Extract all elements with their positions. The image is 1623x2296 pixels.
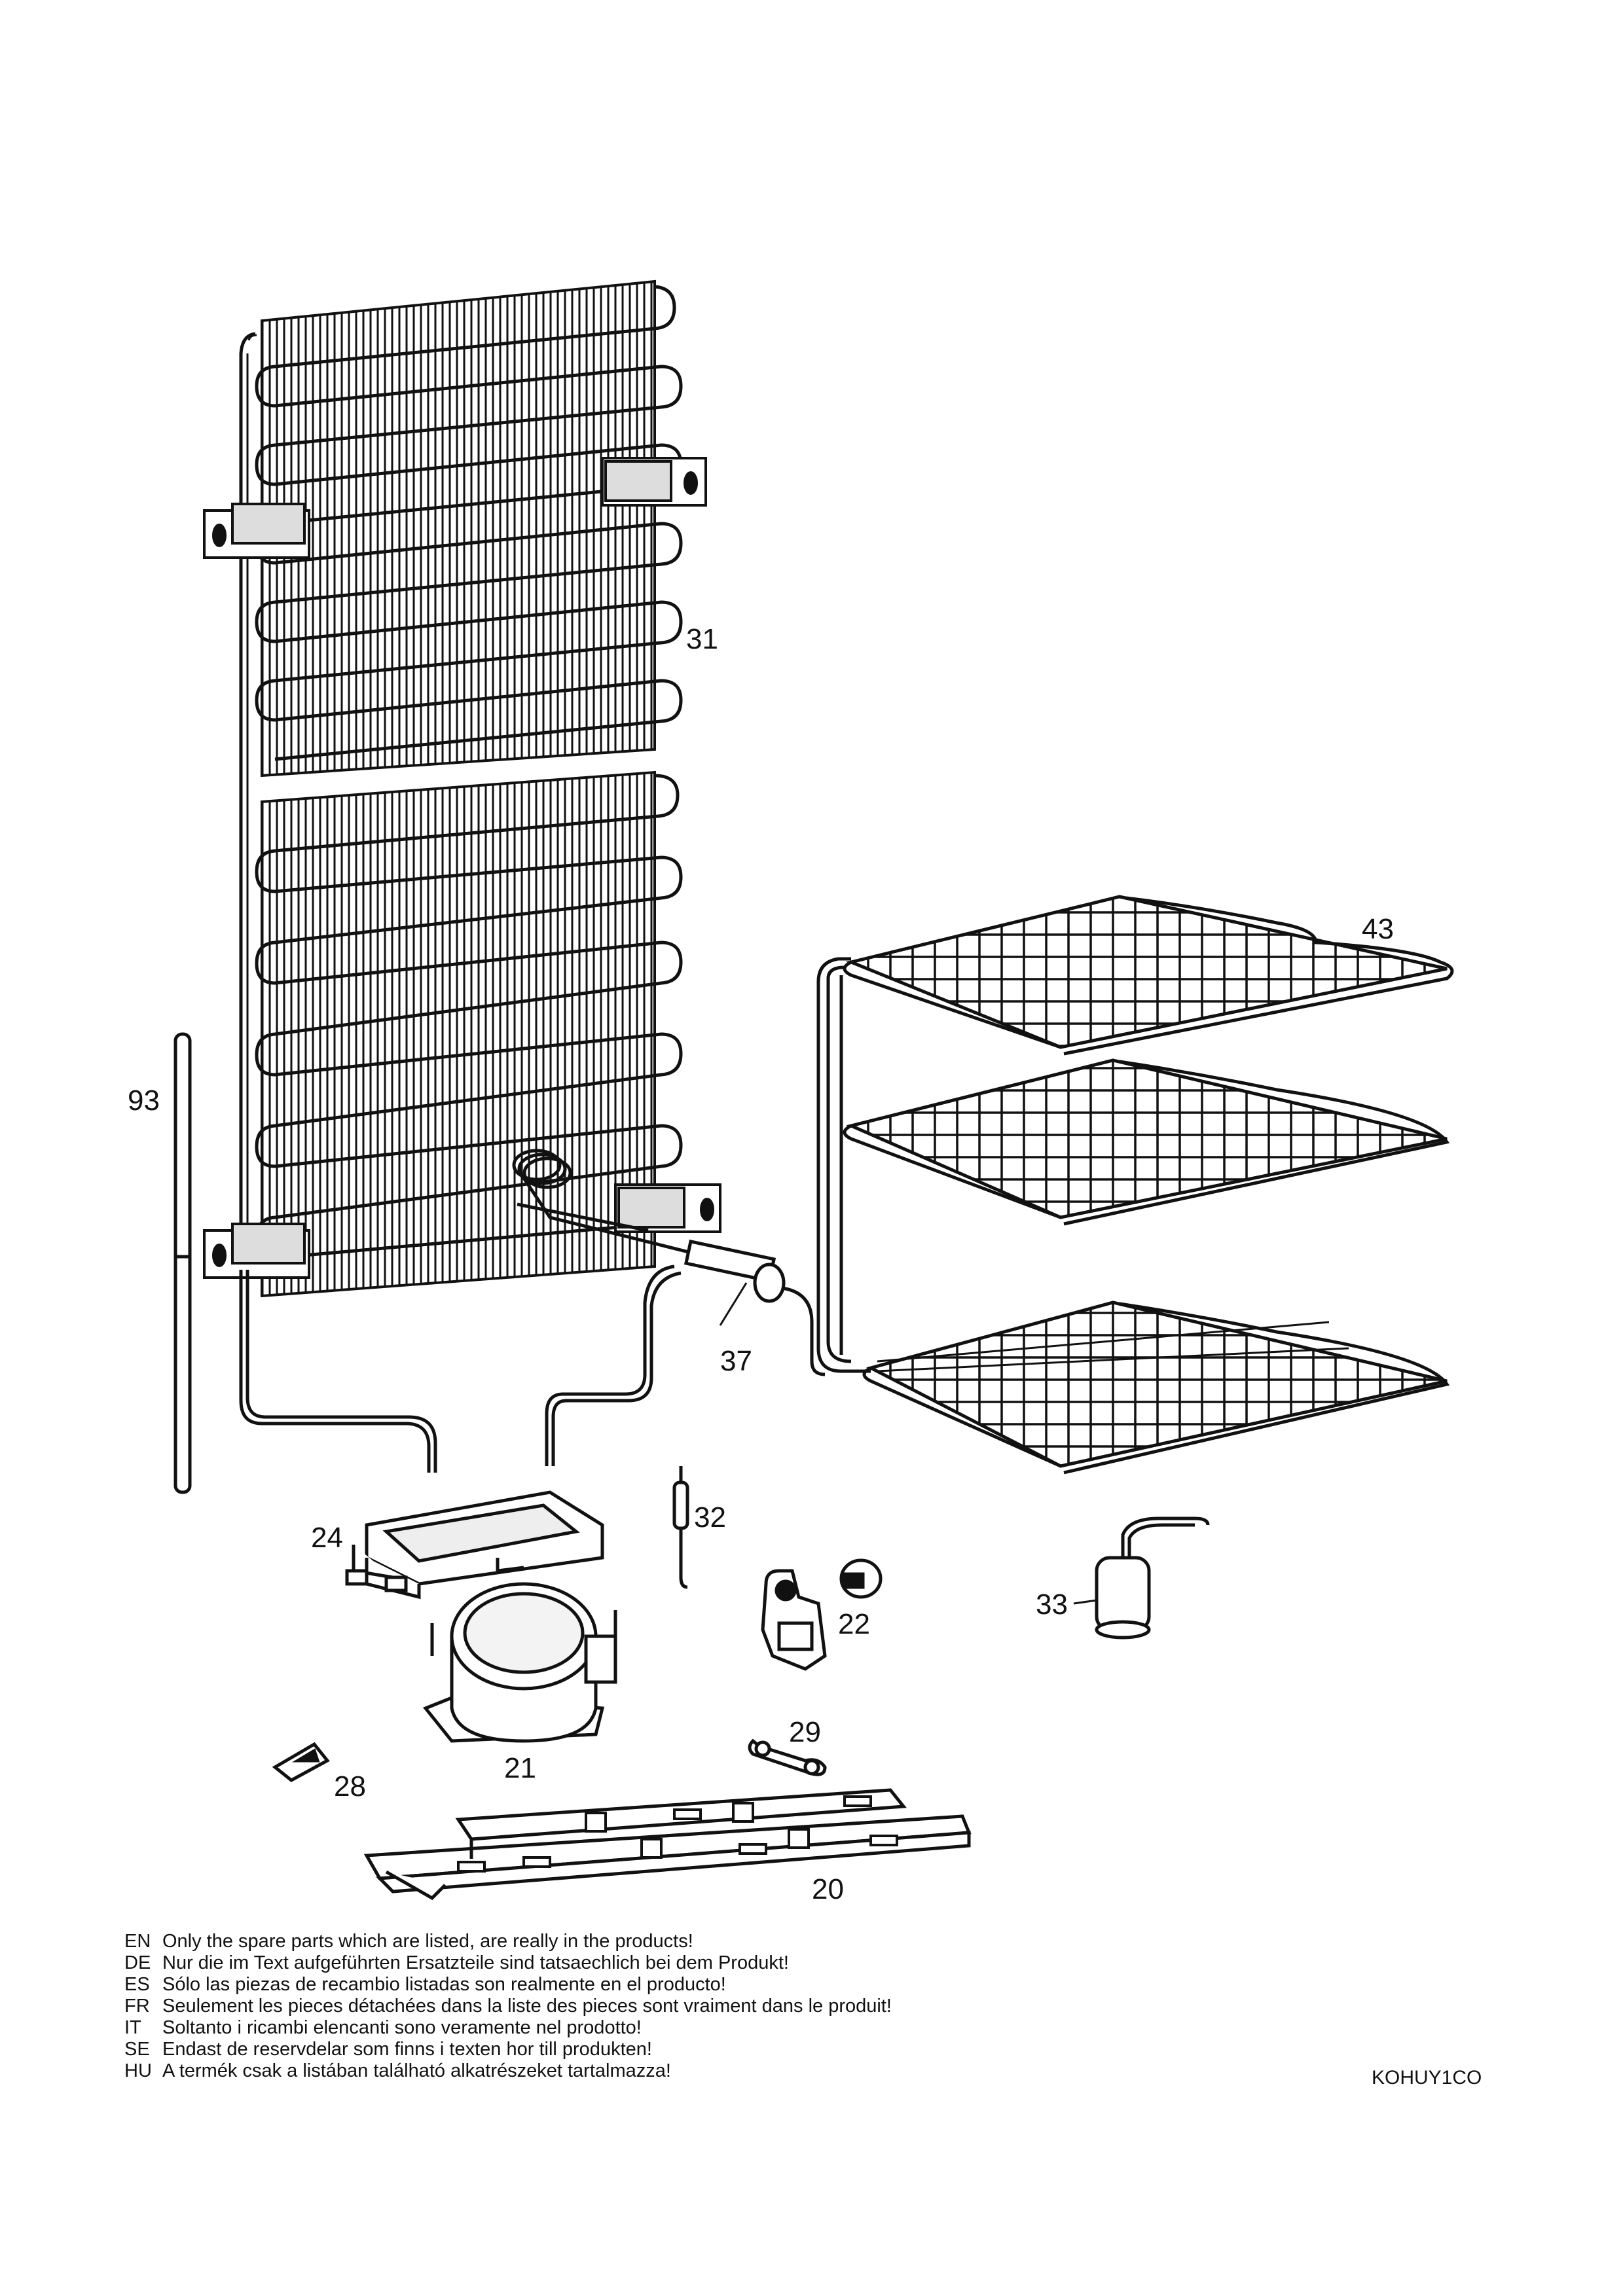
callout-37: 37 — [720, 1345, 752, 1377]
filter-drier-part-37 — [517, 1202, 826, 1376]
diagram-code: KOHUY1CO — [1372, 2067, 1482, 2089]
callout-32: 32 — [694, 1501, 726, 1534]
base-rail-part-20 — [363, 1788, 972, 1901]
sensor-part-32 — [672, 1466, 689, 1589]
callout-29: 29 — [789, 1716, 821, 1748]
grommet-part-28 — [272, 1742, 330, 1782]
relay-part-22 — [761, 1558, 883, 1671]
callout-24: 24 — [311, 1522, 343, 1554]
callout-93: 93 — [128, 1085, 160, 1117]
callout-33: 33 — [1036, 1588, 1068, 1621]
compressor-part-21 — [422, 1582, 617, 1743]
evaporator-part-43 — [816, 895, 1454, 1475]
callout-22: 22 — [838, 1608, 870, 1640]
condenser-part-31 — [203, 279, 721, 1473]
capacitor-part-33 — [1073, 1516, 1210, 1640]
callout-28: 28 — [334, 1770, 366, 1803]
callout-43: 43 — [1362, 913, 1394, 945]
callout-21: 21 — [504, 1752, 536, 1784]
tube-part-93 — [173, 1032, 192, 1494]
callout-20: 20 — [812, 1873, 844, 1905]
clip-part-29 — [748, 1738, 827, 1776]
callout-31: 31 — [686, 623, 718, 655]
compressor-base-tray-part-24 — [345, 1490, 604, 1600]
